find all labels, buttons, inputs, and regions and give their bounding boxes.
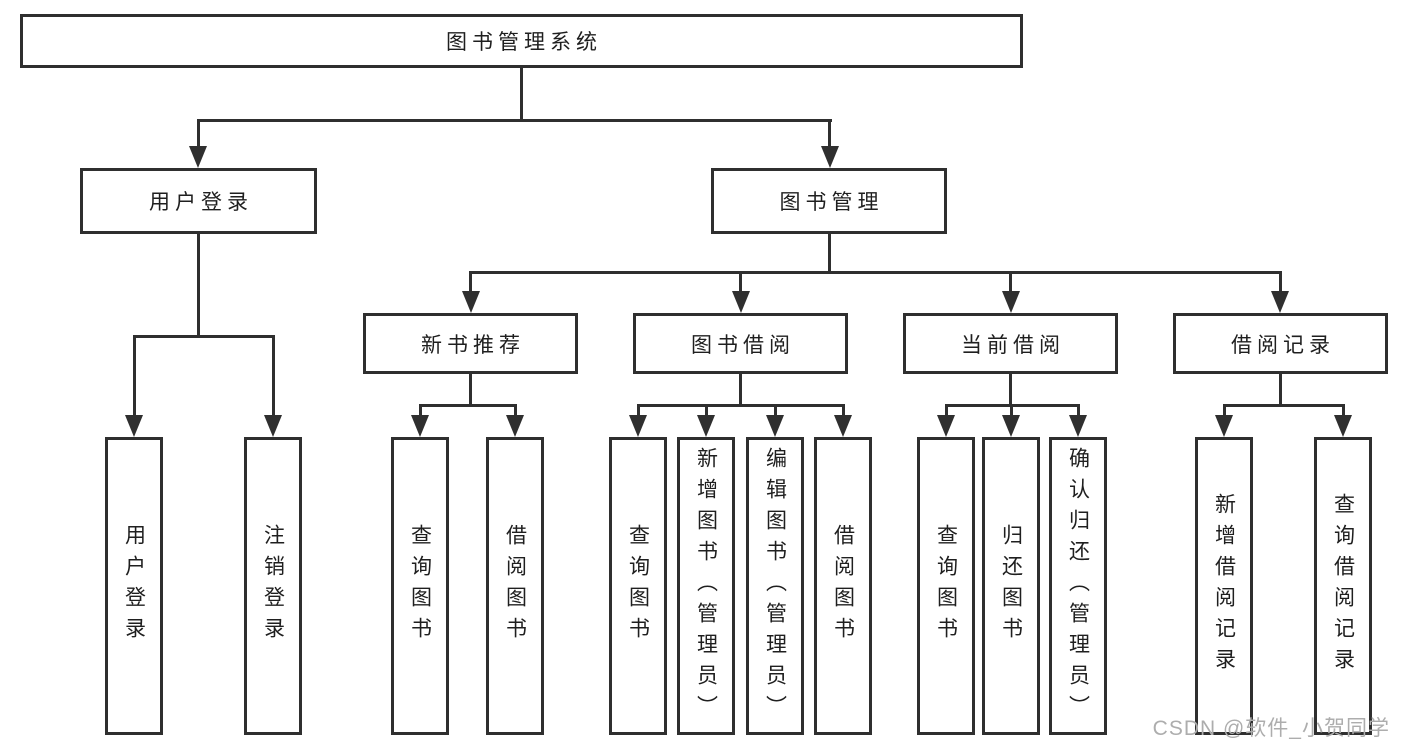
- leaf-borrow-query-book: 查询图书: [609, 437, 667, 735]
- arrowhead-icon: [1069, 415, 1087, 437]
- connector-line: [1222, 404, 1345, 407]
- connector-line: [841, 404, 845, 417]
- leaf-records-query-borrow-record: 查询借阅记录: [1314, 437, 1372, 735]
- arrowhead-icon: [1271, 291, 1289, 313]
- arrowhead-icon: [820, 146, 839, 168]
- connector-line: [469, 371, 472, 406]
- connector-line: [739, 371, 742, 406]
- connector-line: [1076, 404, 1080, 417]
- node-book-management: 图书管理: [711, 168, 947, 234]
- connector-line: [944, 404, 948, 417]
- connector-line: [196, 233, 200, 337]
- leaf-logout: 注销登录: [244, 437, 302, 735]
- arrowhead-icon: [125, 415, 143, 437]
- arrowhead-icon: [766, 415, 784, 437]
- arrowhead-icon: [1002, 415, 1020, 437]
- arrowhead-icon: [461, 291, 480, 313]
- arrowhead-icon: [1334, 415, 1352, 437]
- connector-line: [520, 68, 523, 122]
- connector-line: [828, 119, 831, 149]
- leaf-borrow-borrow-book: 借阅图书: [814, 437, 872, 735]
- connector-line: [1009, 371, 1012, 406]
- node-borrow-records: 借阅记录: [1173, 313, 1388, 374]
- leaf-recommend-query-book: 查询图书: [391, 437, 449, 735]
- arrowhead-icon: [506, 415, 524, 437]
- leaf-borrow-add-book-admin: 新增图书（管理员）: [677, 437, 735, 735]
- node-user-login: 用户登录: [80, 168, 317, 234]
- leaf-recommend-borrow-book: 借阅图书: [486, 437, 544, 735]
- node-new-book-recommend: 新书推荐: [363, 313, 578, 374]
- leaf-current-confirm-return-admin: 确认归还（管理员）: [1049, 437, 1107, 735]
- connector-line: [1279, 371, 1282, 406]
- leaf-current-return-book: 归还图书: [982, 437, 1040, 735]
- connector-line: [636, 404, 640, 417]
- leaf-current-query-book: 查询图书: [917, 437, 975, 735]
- connector-line: [132, 335, 275, 338]
- arrowhead-icon: [1001, 291, 1020, 313]
- node-root: 图书管理系统: [20, 14, 1023, 68]
- connector-line: [513, 404, 517, 417]
- node-current-borrow: 当前借阅: [903, 313, 1118, 374]
- arrowhead-icon: [697, 415, 715, 437]
- connector-line: [704, 404, 708, 417]
- arrowhead-icon: [731, 291, 750, 313]
- connector-line: [828, 233, 831, 273]
- connector-line: [468, 271, 1282, 274]
- connector-line: [1009, 404, 1013, 417]
- connector-line: [1009, 271, 1012, 293]
- arrowhead-icon: [411, 415, 429, 437]
- leaf-user-login: 用户登录: [105, 437, 163, 735]
- connector-line: [1222, 404, 1226, 417]
- leaf-records-add-borrow-record: 新增借阅记录: [1195, 437, 1253, 735]
- connector-line: [1341, 404, 1345, 417]
- connector-line: [196, 119, 200, 149]
- arrowhead-icon: [189, 146, 207, 168]
- arrowhead-icon: [1215, 415, 1233, 437]
- connector-line: [132, 335, 136, 417]
- arrowhead-icon: [937, 415, 955, 437]
- arrowhead-icon: [834, 415, 852, 437]
- connector-line: [418, 404, 422, 417]
- connector-line: [418, 404, 517, 407]
- connector-line: [469, 271, 472, 293]
- arrowhead-icon: [629, 415, 647, 437]
- connector-line: [1278, 271, 1282, 293]
- node-book-borrow: 图书借阅: [633, 313, 848, 374]
- connector-line: [636, 404, 845, 407]
- connector-line: [271, 335, 275, 417]
- connector-line: [196, 119, 832, 122]
- leaf-borrow-edit-book-admin: 编辑图书（管理员）: [746, 437, 804, 735]
- arrowhead-icon: [264, 415, 282, 437]
- connector-line: [773, 404, 777, 417]
- csdn-watermark: CSDN @软件_小贺同学: [1152, 717, 1390, 740]
- connector-line: [739, 271, 742, 293]
